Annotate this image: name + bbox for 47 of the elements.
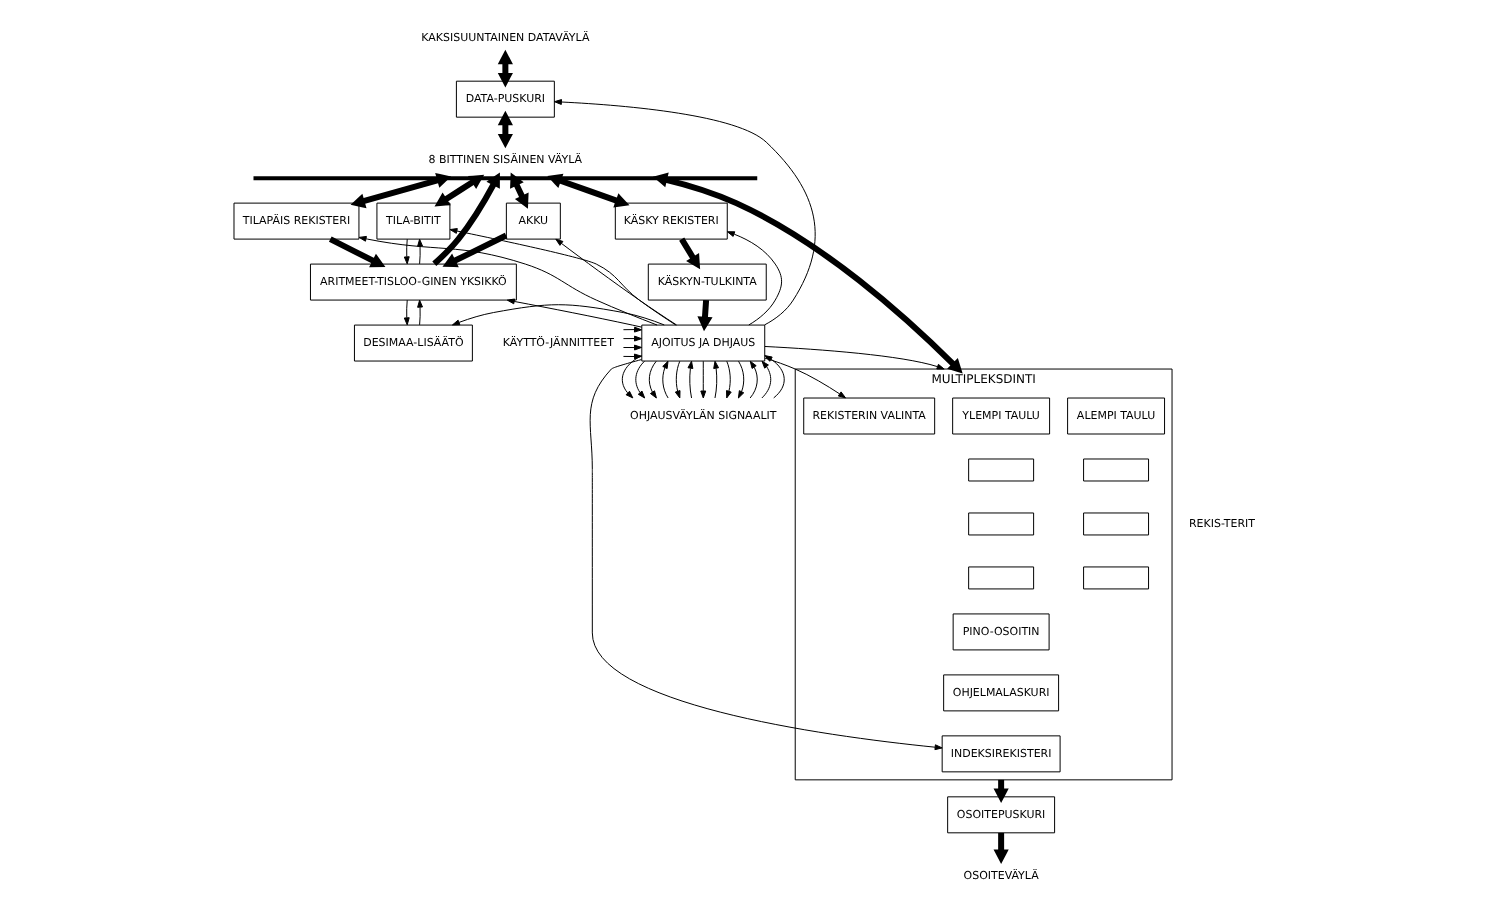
arrow: [696, 299, 712, 332]
arrow: [748, 360, 757, 399]
arrow: [620, 355, 642, 399]
node-box: [967, 512, 1034, 536]
arrow: [634, 360, 645, 399]
arrow: [678, 237, 700, 270]
arrow: [357, 235, 657, 326]
arrow: [760, 360, 771, 399]
arrow: [992, 832, 1008, 865]
arrow: [736, 360, 744, 399]
arrow: [621, 344, 642, 351]
arrow: [441, 232, 507, 268]
arrow: [673, 360, 680, 399]
arrow: [712, 360, 719, 399]
arrow: [402, 238, 409, 265]
arrow: [416, 299, 422, 326]
arrow: [402, 299, 409, 326]
arrow: [686, 360, 693, 399]
arrow: [661, 360, 668, 399]
arrow: [651, 172, 962, 374]
node-box: [967, 458, 1034, 482]
arrow: [431, 172, 499, 266]
arrow: [621, 335, 642, 342]
node-box: [1082, 566, 1149, 590]
arrow: [621, 326, 642, 333]
arrow: [349, 173, 451, 209]
arrow: [725, 360, 731, 399]
arrow: [450, 304, 664, 326]
arrow: [554, 238, 677, 326]
arrow: [588, 359, 942, 751]
arrow: [448, 228, 676, 326]
arrow: [621, 353, 642, 360]
arrow: [647, 360, 656, 399]
arrow: [327, 236, 385, 268]
arrow: [763, 357, 845, 399]
arrow: [416, 238, 422, 265]
arrow: [433, 174, 484, 207]
node-box: [1082, 512, 1149, 536]
arrow: [546, 173, 629, 208]
arrow: [763, 355, 784, 399]
arrow: [725, 231, 782, 326]
node-box: [967, 566, 1034, 590]
arrow: [763, 345, 944, 370]
arrow: [699, 360, 706, 399]
arrow: [505, 298, 642, 328]
arrow: [552, 99, 815, 326]
node-box: [1082, 458, 1149, 482]
